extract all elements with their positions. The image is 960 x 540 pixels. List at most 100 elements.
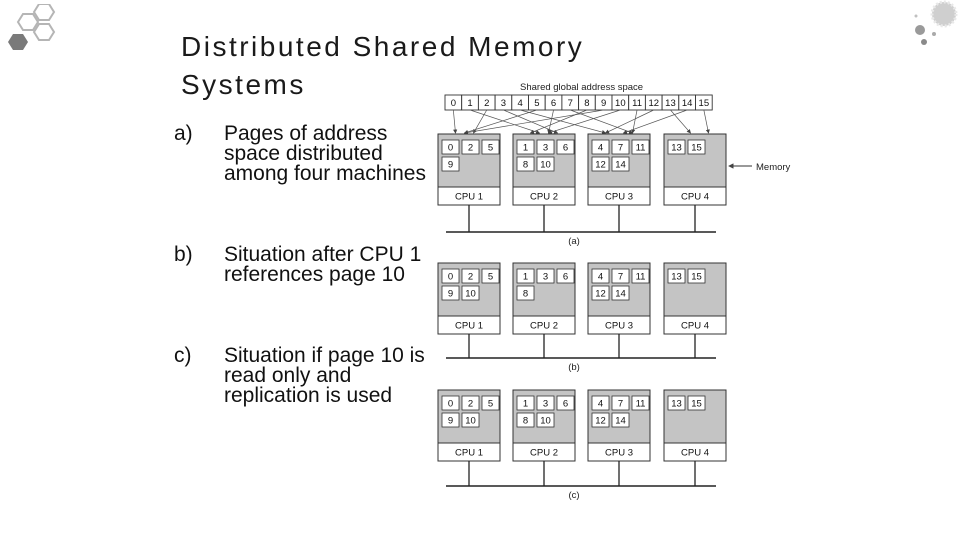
- page-mapping-arrow: [520, 109, 607, 135]
- memory-page-cell: [611, 268, 630, 284]
- cpu-label: CPU 3: [605, 448, 633, 459]
- memory-page-cell: [536, 139, 555, 155]
- page-mapping-arrow: [463, 109, 604, 135]
- page-mapping-arrow: [529, 109, 588, 134]
- memory-page-number: 7: [618, 272, 623, 283]
- page-number: 12: [648, 98, 659, 109]
- scenario-caption: (b): [568, 362, 580, 373]
- cpu-label: CPU 4: [681, 321, 709, 332]
- memory-page-number: 8: [523, 160, 528, 171]
- memory-page-number: 3: [543, 399, 548, 410]
- page-number: 9: [601, 98, 606, 109]
- page-mapping-arrow: [547, 109, 554, 134]
- memory-page-cell: [611, 395, 630, 411]
- page-number: 3: [501, 98, 506, 109]
- memory-page-cell: [516, 412, 535, 428]
- memory-page-cell: [516, 156, 535, 172]
- page-number: 6: [551, 98, 556, 109]
- memory-page-cell: [441, 139, 460, 155]
- memory-page-number: 15: [691, 272, 702, 283]
- memory-page-cell: [441, 156, 460, 172]
- memory-page-cell: [516, 285, 535, 301]
- memory-page-number: 7: [618, 143, 623, 154]
- memory-page-number: 1: [523, 143, 528, 154]
- memory-page-number: 13: [671, 272, 682, 283]
- memory-page-cell: [516, 395, 535, 411]
- memory-page-number: 9: [448, 289, 453, 300]
- memory-page-cell: [687, 395, 706, 411]
- memory-page-number: 2: [468, 143, 473, 154]
- memory-page-number: 11: [636, 143, 646, 154]
- memory-page-cell: [667, 268, 686, 284]
- cpu-label: CPU 4: [681, 192, 709, 203]
- memory-page-cell: [461, 268, 480, 284]
- memory-page-number: 4: [598, 399, 603, 410]
- page-mapping-arrow: [547, 109, 621, 134]
- hexagon-logo-icon: [8, 4, 56, 50]
- memory-page-number: 6: [563, 143, 568, 154]
- memory-page-number: 11: [636, 399, 646, 410]
- memory-page-cell: [611, 285, 630, 301]
- cpu-label: CPU 2: [530, 192, 558, 203]
- cpu-label: CPU 1: [455, 448, 483, 459]
- memory-page-number: 12: [595, 416, 606, 427]
- memory-page-number: 12: [595, 289, 606, 300]
- memory-page-cell: [441, 285, 460, 301]
- page-number: 0: [451, 98, 456, 109]
- bullet-label: c): [174, 344, 192, 367]
- memory-page-number: 9: [448, 160, 453, 171]
- memory-page-number: 1: [523, 272, 528, 283]
- bullet-text: Pages of address space distributed among…: [224, 122, 426, 185]
- memory-page-number: 13: [671, 143, 682, 154]
- memory-page-number: 5: [488, 399, 493, 410]
- memory-page-cell: [687, 139, 706, 155]
- memory-page-cell: [516, 139, 535, 155]
- cpu-label: CPU 4: [681, 448, 709, 459]
- scenario-caption: (c): [568, 490, 579, 501]
- memory-page-number: 6: [563, 272, 568, 283]
- memory-page-cell: [536, 395, 555, 411]
- page-mapping-arrow: [453, 109, 458, 134]
- memory-page-cell: [611, 156, 630, 172]
- bullet-label: a): [174, 122, 193, 145]
- memory-page-number: 2: [468, 399, 473, 410]
- memory-label: Memory: [756, 162, 791, 173]
- page-number: 7: [568, 98, 573, 109]
- memory-page-number: 14: [615, 416, 626, 427]
- page-number: 13: [665, 98, 676, 109]
- memory-page-number: 10: [540, 416, 551, 427]
- scenario-caption: (a): [568, 236, 580, 247]
- bullet-text: Situation if page 10 is read only and re…: [224, 344, 425, 407]
- memory-page-number: 11: [636, 272, 646, 283]
- memory-page-cell: [481, 268, 500, 284]
- memory-page-cell: [631, 395, 650, 411]
- page-number: 8: [584, 98, 589, 109]
- memory-page-cell: [536, 268, 555, 284]
- page-mapping-arrow: [570, 109, 634, 134]
- memory-page-number: 8: [523, 289, 528, 300]
- memory-page-number: 0: [448, 143, 453, 154]
- page-mapping-arrow: [463, 109, 537, 134]
- page-mapping-arrow: [703, 109, 710, 134]
- memory-page-cell: [516, 268, 535, 284]
- memory-page-cell: [591, 139, 610, 155]
- page-number: 14: [682, 98, 693, 109]
- memory-page-cell: [611, 139, 630, 155]
- cpu-label: CPU 3: [605, 192, 633, 203]
- memory-page-cell: [536, 412, 555, 428]
- memory-page-cell: [441, 268, 460, 284]
- memory-page-number: 14: [615, 289, 626, 300]
- page-number: 15: [699, 98, 710, 109]
- memory-page-number: 4: [598, 272, 603, 283]
- page-cell: [695, 94, 713, 111]
- memory-page-number: 10: [465, 416, 476, 427]
- cpu-label: CPU 2: [530, 321, 558, 332]
- memory-page-number: 14: [615, 160, 626, 171]
- memory-page-cell: [481, 395, 500, 411]
- memory-page-cell: [687, 268, 706, 284]
- memory-page-number: 15: [691, 399, 702, 410]
- address-space-label: Shared global address space: [520, 82, 643, 93]
- memory-page-cell: [556, 395, 575, 411]
- page-mapping-arrow: [670, 109, 691, 134]
